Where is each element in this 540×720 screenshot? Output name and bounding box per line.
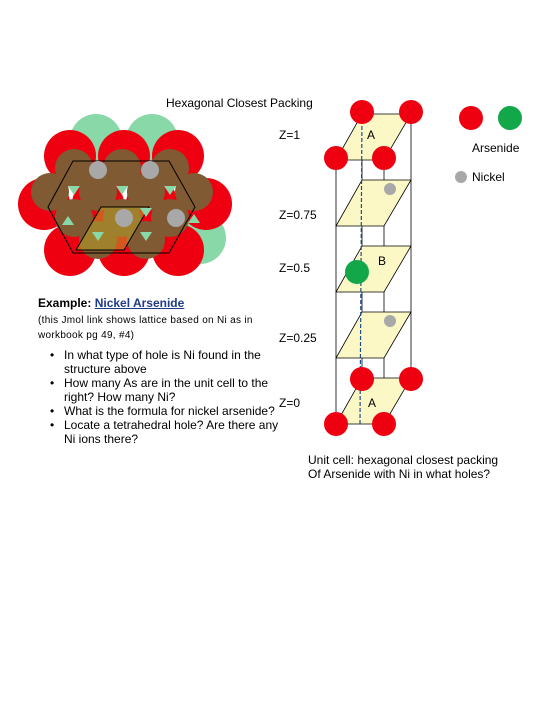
hexagon-outline [47, 160, 196, 254]
jmol-note: (this Jmol link shows lattice based on N… [38, 315, 253, 341]
site-label: A [367, 128, 375, 142]
nickel-sphere [141, 161, 159, 179]
brown-sphere [151, 149, 189, 187]
hcp-title: Hexagonal Closest Packing [166, 96, 313, 110]
question-item: How many As are in the unit cell to the … [48, 376, 288, 404]
hcp-packing-figure [18, 114, 232, 276]
question-item: Locate a tetrahedral hole? Are there any… [48, 418, 288, 446]
arsenide-legend-icon [459, 106, 483, 130]
arsenide-atom [350, 100, 374, 124]
plane-z025 [335, 311, 412, 359]
unit-cell-caption: Unit cell: hexagonal closest packing Of … [308, 453, 498, 481]
brown-sphere [175, 173, 213, 211]
hole-marker [164, 186, 176, 195]
green-atom [345, 260, 369, 284]
rhombus-outline [75, 206, 150, 251]
caption-line-2: Of Arsenide with Ni in what holes? [308, 467, 491, 481]
nickel-sphere [89, 161, 107, 179]
example-heading: Example: Nickel Arsenide [38, 296, 184, 310]
z-label: Z=1 [279, 128, 300, 142]
arsenide-atom [399, 100, 423, 124]
question-item: What is the formula for nickel arsenide? [48, 404, 288, 418]
brown-sphere [103, 149, 141, 187]
nickel-legend-icon [455, 171, 467, 183]
brown-sphere [55, 199, 93, 237]
arsenide-atom [372, 146, 396, 170]
hole-marker [68, 186, 80, 195]
legend-nickel-label: Nickel [472, 170, 505, 184]
arsenide-atom [324, 412, 348, 436]
z-label: Z=0.25 [279, 331, 317, 345]
hole-marker [140, 208, 152, 217]
z-label: Z=0.5 [279, 261, 310, 275]
nickel-sphere [115, 209, 133, 227]
legend-arsenide-label: Arsenide [472, 141, 520, 155]
green-holes [62, 186, 200, 241]
hole-marker [62, 216, 74, 225]
hole-marker [188, 214, 200, 223]
hole-marker [116, 186, 128, 195]
arsenide-atom [399, 367, 423, 391]
example-prefix: Example: [38, 296, 95, 310]
legend: Arsenide Nickel [455, 106, 522, 184]
nickel-arsenide-link[interactable]: Nickel Arsenide [94, 296, 185, 310]
unit-cell-figure: Z=1 Z=0.75 Z=0.5 Z=0.25 Z=0 A B A [279, 100, 423, 436]
green-legend-icon [498, 106, 522, 130]
brown-sphere [127, 173, 165, 211]
nickel-atom [384, 315, 396, 327]
question-item: In what type of hole is Ni found in the … [48, 348, 288, 376]
brown-sphere [31, 173, 69, 211]
site-label: A [368, 396, 376, 410]
site-label: B [378, 254, 386, 268]
arsenide-atom [324, 146, 348, 170]
brown-sphere [79, 173, 117, 211]
z-label: Z=0.75 [279, 208, 317, 222]
gray-sites [89, 161, 185, 227]
hole-marker [140, 232, 152, 241]
z-label: Z=0 [279, 396, 300, 410]
nickel-atom [384, 183, 396, 195]
arsenide-atom [350, 367, 374, 391]
caption-line-1: Unit cell: hexagonal closest packing [308, 453, 499, 467]
question-list: In what type of hole is Ni found in the … [48, 348, 288, 446]
hole-marker [92, 232, 104, 241]
plane-z075 [335, 179, 412, 227]
arsenide-atom [372, 412, 396, 436]
red-sphere [152, 224, 204, 276]
nickel-sphere [167, 209, 185, 227]
